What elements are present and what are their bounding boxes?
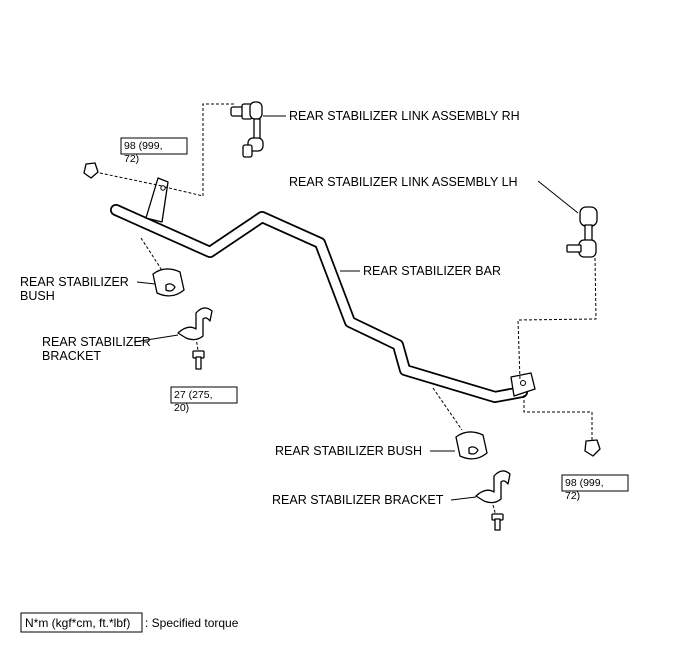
bracket-right xyxy=(475,470,511,504)
legend-box-text: N*m (kgf*cm, ft.*lbf) xyxy=(25,616,130,630)
svg-text:98 (999,: 98 (999, xyxy=(124,140,163,152)
link-assembly-rh xyxy=(230,101,264,158)
label-bracket-right: REAR STABILIZER BRACKET xyxy=(272,493,444,507)
label-link-lh: REAR STABILIZER LINK ASSEMBLY LH xyxy=(289,175,518,189)
svg-text:98 (999,: 98 (999, xyxy=(565,477,604,489)
torque-box-bolt-left: 27 (275, 20) xyxy=(170,386,238,414)
legend-description: : Specified torque xyxy=(145,616,239,630)
label-bush-left-line2: BUSH xyxy=(20,289,55,303)
legend-box xyxy=(20,612,143,633)
bracket-left xyxy=(177,307,213,341)
label-bush-right: REAR STABILIZER BUSH xyxy=(275,444,422,458)
label-link-rh: REAR STABILIZER LINK ASSEMBLY RH xyxy=(289,109,520,123)
svg-text:72): 72) xyxy=(565,490,580,502)
bar-right-eye xyxy=(510,372,536,397)
bush-left xyxy=(152,268,185,297)
link-assembly-lh xyxy=(566,206,598,258)
torque-box-nut-upper-left: 98 (999, 72) xyxy=(120,137,188,165)
nut-upper-left xyxy=(83,162,99,179)
label-bracket-left-line2: BRACKET xyxy=(42,349,101,363)
torque-legend: N*m (kgf*cm, ft.*lbf) : Specified torque xyxy=(20,612,239,633)
bar-left-eye xyxy=(145,177,169,223)
bolt-right xyxy=(491,513,504,531)
svg-text:72): 72) xyxy=(124,153,139,165)
label-bracket-left-line1: REAR STABILIZER xyxy=(42,335,151,349)
svg-text:20): 20) xyxy=(174,402,189,414)
nut-right xyxy=(584,439,601,457)
svg-text:27 (275,: 27 (275, xyxy=(174,389,213,401)
label-bar: REAR STABILIZER BAR xyxy=(363,264,501,278)
leader-lines xyxy=(133,115,579,501)
torque-box-nut-right: 98 (999, 72) xyxy=(561,474,629,502)
bush-right xyxy=(455,431,488,460)
bolt-left xyxy=(192,350,205,370)
label-bush-left-line1: REAR STABILIZER xyxy=(20,275,129,289)
rear-stabilizer-bar xyxy=(110,177,536,403)
